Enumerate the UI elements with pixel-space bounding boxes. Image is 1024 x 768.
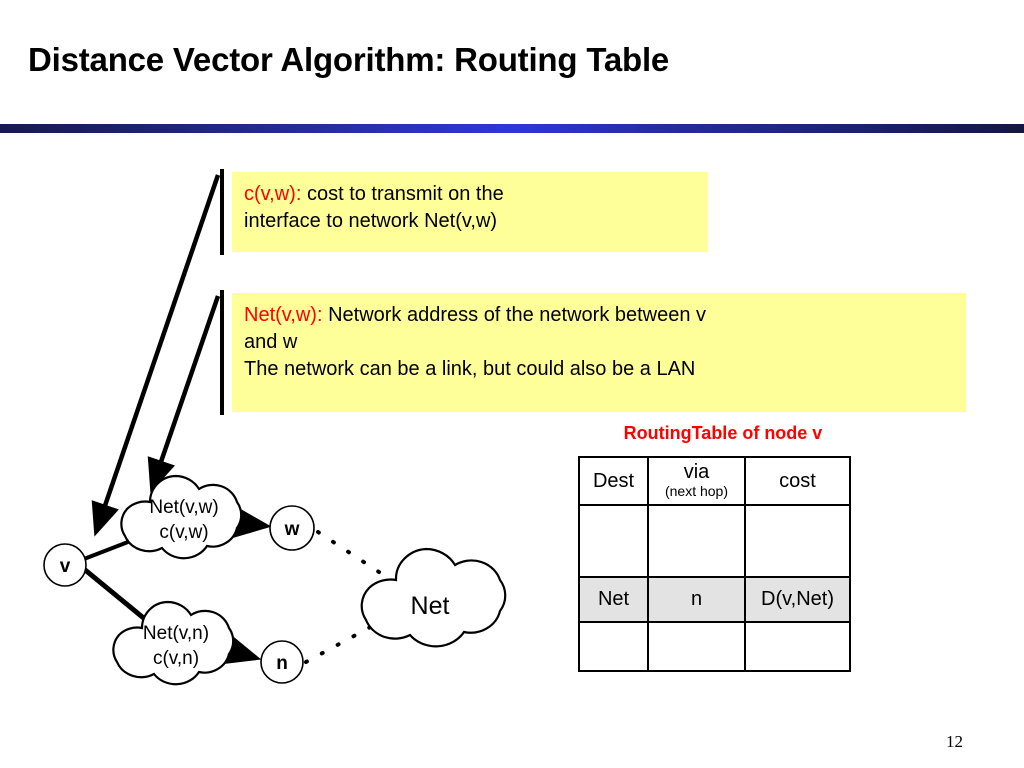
node-w-label: w — [284, 519, 300, 540]
page-title: Distance Vector Algorithm: Routing Table — [28, 41, 670, 78]
node-w: w — [269, 505, 315, 551]
callout-netvw-line2: and w — [244, 331, 298, 353]
cell-via[interactable]: n — [647, 576, 746, 623]
table-row-highlighted[interactable]: Net n D(v,Net) — [578, 576, 851, 623]
link-v-to-cloud-vn — [82, 567, 148, 622]
cell-dest[interactable] — [578, 621, 649, 672]
callout-netvw-line1: Network address of the network between v — [322, 304, 707, 326]
cloud-vw-line2: c(v,w) — [159, 522, 208, 543]
callout-cvw-line2: interface to network Net(v,w) — [244, 210, 498, 232]
callout-netvw-leader-bar — [220, 290, 224, 415]
link-v-to-cloud-vw — [83, 540, 129, 561]
routing-table-caption: RoutingTable of node v — [623, 423, 823, 443]
callout-netvw-term: Net(v,w): — [244, 304, 323, 326]
table-header-row: Dest via (next hop) cost — [578, 456, 851, 506]
callout-cvw-term: c(v,w): — [244, 183, 302, 205]
cloud-vn-line1: Net(v,n) — [143, 623, 209, 644]
column-header-via-sub: (next hop) — [664, 483, 729, 500]
cloud-net-vn: Net(v,n) c(v,n) — [112, 600, 235, 686]
page-number: 12 — [946, 732, 963, 751]
dotted-link-n-to-net — [304, 622, 378, 664]
routing-table: Dest via (next hop) cost Net n D(v,Net) — [578, 456, 851, 672]
cell-via[interactable] — [647, 621, 746, 672]
node-n-label: n — [276, 653, 288, 674]
leader-arrow-netvw — [147, 295, 221, 493]
column-header-cost: cost — [744, 456, 851, 506]
dotted-link-w-to-net — [316, 530, 384, 576]
node-v: v — [43, 543, 87, 587]
cell-cost[interactable] — [744, 621, 851, 672]
cell-dest[interactable]: Net — [578, 576, 649, 623]
node-n: n — [260, 640, 304, 684]
title-divider — [0, 124, 1024, 133]
node-v-label: v — [60, 556, 71, 577]
column-header-dest: Dest — [578, 456, 649, 506]
cloud-vn-line2: c(v,n) — [153, 648, 199, 669]
cell-cost[interactable]: D(v,Net) — [744, 576, 851, 623]
column-header-via: via (next hop) — [647, 456, 746, 506]
callout-cvw-line1: cost to transmit on the — [301, 183, 504, 205]
cloud-vw-line1: Net(v,w) — [149, 497, 218, 518]
cloud-net-vw: Net(v,w) c(v,w) — [120, 474, 243, 560]
cell-dest[interactable] — [578, 504, 649, 578]
column-header-via-main: via — [683, 461, 710, 484]
callout-cvw-leader-bar — [220, 169, 224, 255]
cell-cost[interactable] — [744, 504, 851, 578]
callout-box-cvw: c(v,w): cost to transmit on the interfac… — [232, 172, 708, 252]
cell-via[interactable] — [647, 504, 746, 578]
network-diagram: Net(v,w) c(v,w) Net(v,n) c(v,n) Net v w … — [43, 174, 507, 686]
cloud-net: Net — [360, 547, 507, 648]
callout-box-netvw: Net(v,w): Network address of the network… — [232, 293, 966, 412]
table-row[interactable] — [578, 621, 851, 672]
cloud-net-label: Net — [411, 592, 450, 620]
table-row[interactable] — [578, 504, 851, 578]
callout-netvw-line3: The network can be a link, but could als… — [244, 358, 696, 380]
leader-arrow-cvw — [91, 174, 221, 537]
